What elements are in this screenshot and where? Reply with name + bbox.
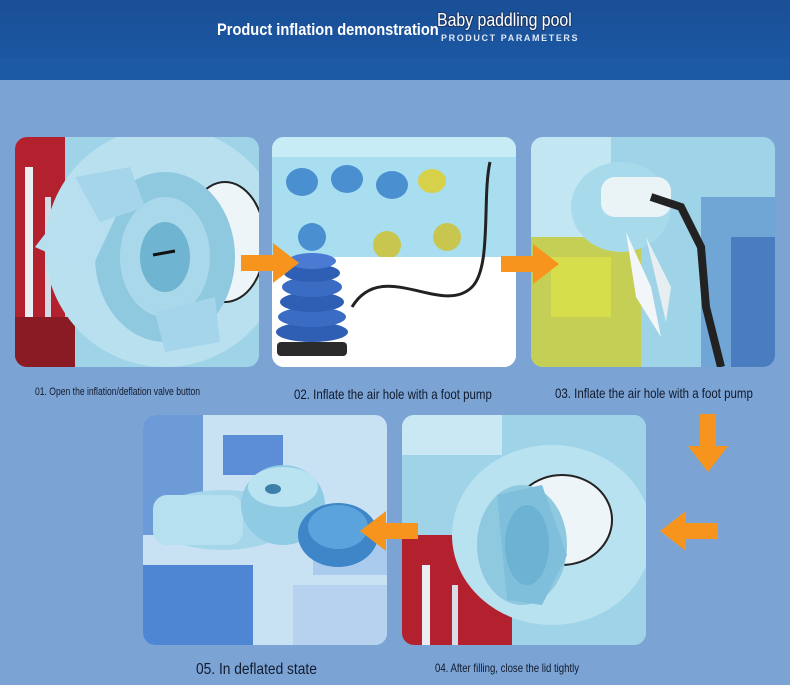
step-5-photo — [143, 415, 387, 645]
header-title: Product inflation demonstration — [217, 20, 439, 39]
product-subtitle: PRODUCT PARAMETERS — [441, 33, 580, 43]
step-4-caption: 04. After filling, close the lid tightly — [435, 661, 580, 675]
step-1-photo — [15, 137, 259, 367]
step-3-caption: 03. Inflate the air hole with a foot pum… — [555, 385, 753, 401]
header-scallop-edge — [0, 58, 790, 78]
step-1-caption: 01. Open the inflation/deflation valve b… — [35, 386, 201, 398]
step-3-photo — [531, 137, 775, 367]
product-name: Baby paddling pool — [437, 10, 572, 30]
arrow-left-2-icon — [360, 511, 418, 551]
step-5-caption: 05. In deflated state — [196, 661, 317, 678]
step-4-photo — [402, 415, 646, 645]
arrow-left-1-icon — [660, 511, 718, 551]
step-2-photo — [272, 137, 516, 367]
step-2-caption: 02. Inflate the air hole with a foot pum… — [294, 386, 492, 402]
arrow-right-2-icon — [501, 244, 559, 284]
arrow-down-icon — [688, 414, 728, 472]
arrow-right-1-icon — [241, 243, 299, 283]
